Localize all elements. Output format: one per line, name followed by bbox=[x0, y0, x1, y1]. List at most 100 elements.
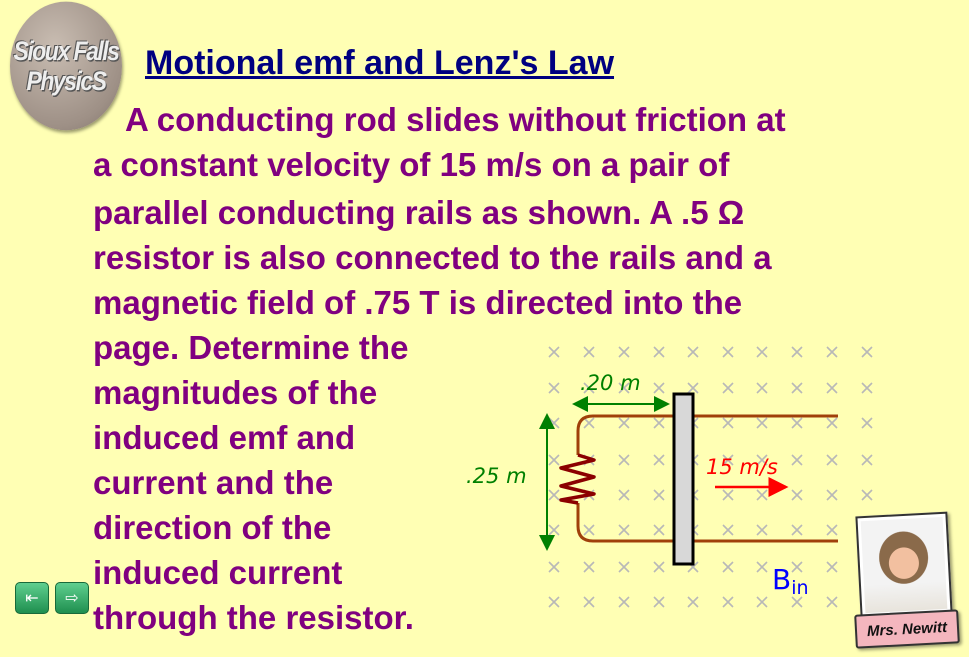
body-line: page. Determine the bbox=[93, 329, 409, 366]
x-mark bbox=[653, 454, 665, 466]
x-mark bbox=[548, 596, 560, 608]
x-mark bbox=[653, 382, 665, 394]
x-mark bbox=[618, 596, 630, 608]
x-mark bbox=[722, 382, 734, 394]
x-mark bbox=[826, 596, 838, 608]
x-mark bbox=[791, 346, 803, 358]
x-mark bbox=[618, 454, 630, 466]
x-mark bbox=[861, 346, 873, 358]
x-mark bbox=[548, 454, 560, 466]
body-line: A conducting rod slides without friction… bbox=[125, 101, 786, 138]
x-mark bbox=[861, 489, 873, 501]
x-mark bbox=[826, 346, 838, 358]
field-label: Bin bbox=[772, 563, 809, 599]
body-line: through the resistor. bbox=[93, 599, 414, 636]
x-mark bbox=[548, 489, 560, 501]
width-label: .20 m bbox=[580, 371, 641, 395]
body-line: magnetic field of .75 T is directed into… bbox=[93, 284, 743, 321]
x-mark bbox=[826, 454, 838, 466]
height-label: .25 m bbox=[466, 464, 527, 488]
x-mark bbox=[826, 489, 838, 501]
x-mark bbox=[722, 417, 734, 429]
x-mark bbox=[618, 489, 630, 501]
x-mark bbox=[618, 382, 630, 394]
body-line: induced emf and bbox=[93, 419, 356, 456]
x-mark bbox=[791, 417, 803, 429]
x-mark bbox=[722, 489, 734, 501]
x-mark bbox=[653, 561, 665, 573]
body-line: magnitudes of the bbox=[93, 374, 378, 411]
body-line: induced current bbox=[93, 554, 343, 591]
x-mark bbox=[756, 454, 768, 466]
rail-circuit bbox=[576, 414, 838, 543]
x-mark bbox=[618, 561, 630, 573]
x-mark bbox=[826, 417, 838, 429]
x-mark bbox=[826, 382, 838, 394]
field-symbol: B bbox=[772, 563, 791, 596]
next-slide-icon: ⇨ bbox=[65, 590, 79, 607]
x-mark bbox=[548, 417, 560, 429]
x-mark bbox=[583, 382, 595, 394]
logo-line-1: Sioux Falls bbox=[13, 36, 120, 66]
x-mark bbox=[618, 417, 630, 429]
x-mark bbox=[826, 561, 838, 573]
x-mark bbox=[722, 524, 734, 536]
x-mark bbox=[756, 524, 768, 536]
x-mark bbox=[861, 454, 873, 466]
velocity-label: 15 m/s bbox=[706, 455, 778, 479]
x-mark bbox=[583, 346, 595, 358]
teacher-photo bbox=[855, 511, 953, 619]
x-mark bbox=[791, 596, 803, 608]
x-mark bbox=[548, 346, 560, 358]
previous-slide-button[interactable]: ⇤ bbox=[15, 582, 49, 614]
x-mark bbox=[756, 346, 768, 358]
teacher-portrait bbox=[860, 516, 948, 614]
x-mark bbox=[722, 561, 734, 573]
x-mark bbox=[791, 489, 803, 501]
sioux-falls-physics-logo: Sioux Falls PhysicS bbox=[10, 1, 122, 131]
x-mark bbox=[687, 382, 699, 394]
x-mark bbox=[618, 524, 630, 536]
body-line: a constant velocity of 15 m/s on a pair … bbox=[93, 146, 730, 183]
x-mark bbox=[653, 346, 665, 358]
x-mark bbox=[653, 596, 665, 608]
x-mark bbox=[653, 417, 665, 429]
x-mark bbox=[653, 489, 665, 501]
x-mark bbox=[861, 382, 873, 394]
teacher-name-tag: Mrs. Newitt bbox=[854, 609, 960, 649]
x-mark bbox=[583, 524, 595, 536]
x-mark bbox=[722, 346, 734, 358]
x-mark bbox=[791, 561, 803, 573]
x-mark bbox=[791, 382, 803, 394]
x-mark bbox=[756, 489, 768, 501]
x-mark bbox=[756, 596, 768, 608]
x-mark bbox=[687, 346, 699, 358]
x-mark bbox=[548, 382, 560, 394]
field-subscript: in bbox=[791, 577, 808, 599]
resistor-zigzag bbox=[559, 453, 596, 505]
x-mark bbox=[756, 382, 768, 394]
previous-slide-icon: ⇤ bbox=[25, 590, 39, 607]
x-mark bbox=[791, 524, 803, 536]
body-line: parallel conducting rails as shown. A .5… bbox=[93, 194, 745, 231]
body-line: current and the bbox=[93, 464, 334, 501]
x-mark bbox=[583, 417, 595, 429]
x-mark bbox=[583, 561, 595, 573]
x-mark bbox=[653, 524, 665, 536]
x-mark bbox=[722, 596, 734, 608]
x-mark bbox=[583, 596, 595, 608]
x-mark bbox=[791, 454, 803, 466]
slide-title: Motional emf and Lenz's Law bbox=[145, 44, 615, 82]
x-mark bbox=[756, 561, 768, 573]
x-mark bbox=[861, 417, 873, 429]
x-mark bbox=[618, 346, 630, 358]
x-mark bbox=[722, 454, 734, 466]
body-line: resistor is also connected to the rails … bbox=[93, 239, 772, 276]
logo-line-2: PhysicS bbox=[26, 66, 108, 96]
next-slide-button[interactable]: ⇨ bbox=[55, 582, 89, 614]
body-line: direction of the bbox=[93, 509, 332, 546]
x-mark bbox=[548, 561, 560, 573]
x-mark bbox=[756, 417, 768, 429]
conducting-rod bbox=[672, 392, 695, 566]
